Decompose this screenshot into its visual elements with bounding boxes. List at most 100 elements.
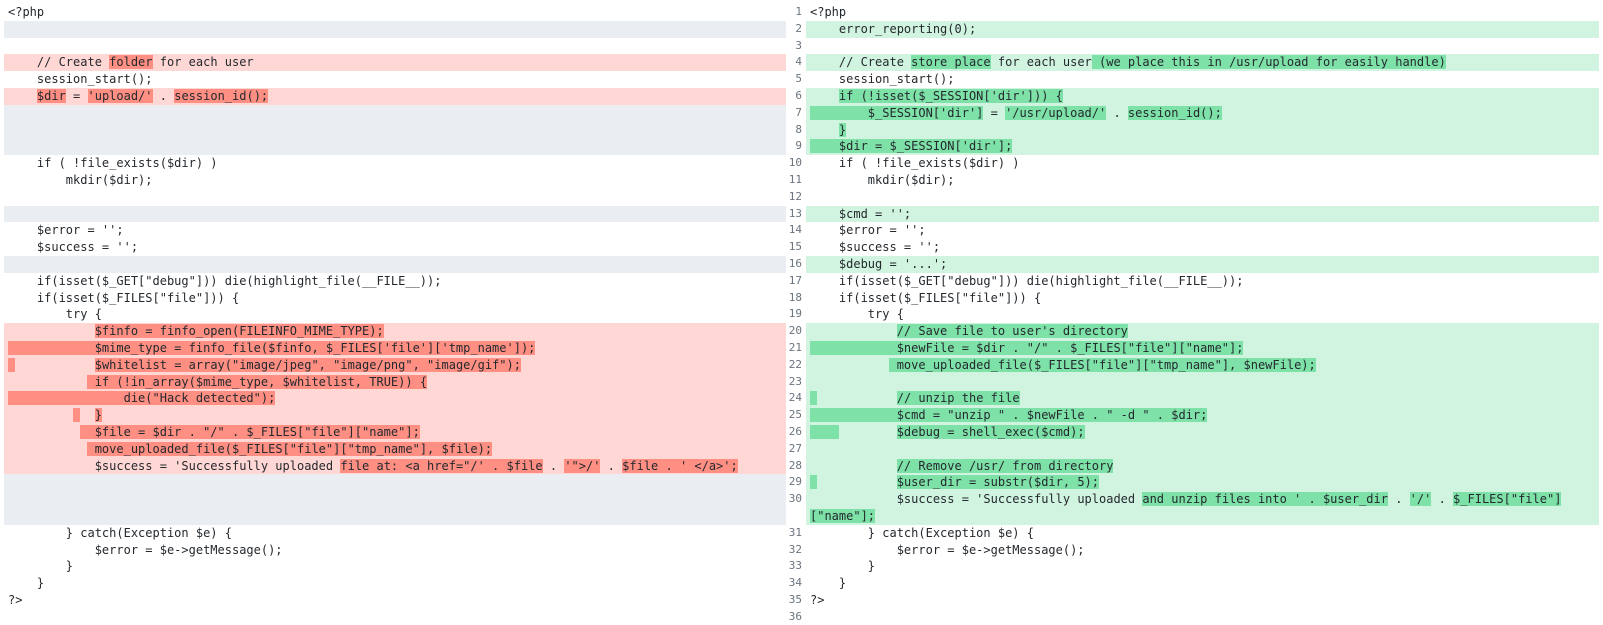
code-token: $success = '';	[8, 240, 139, 255]
left-code-line: $dir = 'upload/' . session_id();	[4, 87, 786, 105]
changed-token	[810, 340, 897, 355]
right-code-line: // Save file to user's directory	[806, 323, 1599, 340]
code-token: $success = 'Successfully uploaded	[810, 492, 1143, 507]
line-number: 19	[788, 307, 802, 321]
changed-token: store place	[911, 55, 991, 70]
changed-token	[810, 408, 897, 423]
code-token	[839, 425, 897, 439]
changed-token: '/'	[1409, 492, 1432, 507]
changed-token: $mime_type = finfo_file($finfo, $_FILES[…	[94, 340, 536, 355]
code-token	[810, 89, 839, 103]
left-code-line: $whitelist = array("image/jpeg", "image/…	[4, 356, 786, 374]
left-code-line	[4, 121, 786, 139]
changed-token	[810, 105, 868, 120]
left-code-line: $finfo = finfo_open(FILEINFO_MIME_TYPE);	[4, 323, 786, 340]
code-token: }	[810, 559, 876, 574]
left-code-line: session_start();	[4, 71, 786, 88]
right-code-line: if(isset($_GET["debug"])) die(highlight_…	[806, 273, 1599, 290]
code-token: $error = '';	[8, 223, 124, 238]
left-code-line: if(isset($_FILES["file"])) {	[4, 290, 786, 307]
right-code-line	[806, 609, 1599, 625]
code-token	[8, 425, 80, 439]
right-code-line: // Create store place for each user (we …	[806, 54, 1599, 72]
changed-token: $finfo = finfo_open(FILEINFO_MIME_TYPE);	[94, 324, 384, 339]
changed-token: $newFile = $dir . "/" . $_FILES["file"][…	[896, 340, 1244, 355]
right-code-line: $error = $e->getMessage();	[806, 542, 1599, 559]
left-code-line	[4, 255, 786, 273]
code-token: error_reporting(0);	[810, 21, 977, 36]
left-code-line: }	[4, 407, 786, 424]
line-number: 15	[788, 240, 802, 254]
code-token: $success = '';	[810, 240, 941, 255]
left-code-line: move_uploaded_file($_FILES["file"]["tmp_…	[4, 440, 786, 458]
right-code-line: <?php	[806, 4, 1599, 21]
right-code-line: session_start();	[806, 71, 1599, 88]
changed-token: $user_dir = substr($dir, 5);	[896, 475, 1100, 490]
code-token: $cmd = '';	[810, 206, 912, 221]
line-number: 34	[788, 576, 802, 590]
code-token: $debug = '...';	[810, 256, 948, 271]
right-code-line: mkdir($dir);	[806, 172, 1599, 189]
left-code-line: ?>	[4, 592, 786, 609]
changed-token	[8, 357, 16, 372]
line-number: 28	[788, 458, 802, 472]
line-number: 1	[795, 5, 802, 18]
right-code-line: $dir = $_SESSION['dir'];	[806, 138, 1599, 156]
changed-token: move_uploaded_file($_FILES["file"]["tmp_…	[889, 357, 1316, 372]
left-code-line: }	[4, 575, 786, 592]
right-code-line: $success = '';	[806, 239, 1599, 256]
code-token: <?php	[8, 5, 45, 19]
right-code-line: $error = '';	[806, 222, 1599, 239]
changed-token: $dir = $_SESSION['dir'];	[838, 139, 1013, 154]
changed-token: session_id();	[1127, 105, 1222, 120]
code-token: mkdir($dir);	[810, 172, 955, 187]
code-token: }	[8, 576, 45, 591]
code-token	[810, 123, 839, 137]
line-number: 7	[795, 105, 802, 119]
right-code-line: $user_dir = substr($dir, 5);	[806, 474, 1599, 492]
code-token: ?>	[8, 592, 23, 607]
changed-token: $file = $dir . "/" . $_FILES["file"]["na…	[80, 424, 420, 439]
code-token	[810, 459, 897, 473]
right-code-line: try {	[806, 306, 1599, 323]
code-token	[8, 324, 95, 338]
right-code-line: $newFile = $dir . "/" . $_FILES["file"][…	[806, 339, 1599, 357]
right-code-line: $success = 'Successfully uploaded and un…	[806, 491, 1599, 525]
line-number: 5	[795, 72, 802, 86]
right-code-line: // unzip the file	[806, 390, 1599, 408]
left-code-line	[4, 20, 786, 38]
line-number: 12	[788, 189, 802, 203]
code-token: .	[1387, 492, 1410, 507]
right-code-line: if ( !file_exists($dir) )	[806, 155, 1599, 172]
left-code-line: <?php	[4, 4, 786, 21]
code-token: .	[1431, 492, 1454, 507]
left-code-line	[4, 138, 786, 156]
changed-token: $whitelist = array("image/jpeg", "image/…	[94, 357, 521, 372]
changed-token: $debug = shell_exec($cmd);	[896, 424, 1085, 439]
right-code-line: if(isset($_FILES["file"])) {	[806, 290, 1599, 307]
right-code-line: $cmd = '';	[806, 205, 1599, 223]
line-number: 11	[788, 172, 802, 186]
line-number: 9	[795, 139, 802, 153]
right-code-line: error_reporting(0);	[806, 20, 1599, 38]
left-code-line	[4, 491, 786, 508]
code-token: }	[810, 576, 847, 591]
code-token: $error = '';	[810, 223, 926, 238]
code-token	[817, 475, 896, 489]
code-token: if(isset($_FILES["file"])) {	[8, 290, 240, 305]
line-number: 18	[788, 290, 802, 304]
changed-token: }	[94, 408, 102, 423]
line-number: 14	[788, 223, 802, 237]
right-code-line: } catch(Exception $e) {	[806, 525, 1599, 542]
code-token: if(isset($_GET["debug"])) die(highlight_…	[810, 273, 1244, 288]
line-number: 25	[788, 408, 802, 422]
code-token: if(isset($_GET["debug"])) die(highlight_…	[8, 273, 442, 288]
code-token: // Create	[8, 55, 110, 70]
code-token: .	[152, 88, 175, 103]
line-number: 8	[795, 122, 802, 136]
line-number: 33	[788, 559, 802, 573]
code-token: session_start();	[8, 72, 153, 87]
code-token	[8, 408, 73, 422]
changed-token: // Remove /usr/ from directory	[896, 458, 1114, 473]
left-code-line: $file = $dir . "/" . $_FILES["file"]["na…	[4, 423, 786, 441]
